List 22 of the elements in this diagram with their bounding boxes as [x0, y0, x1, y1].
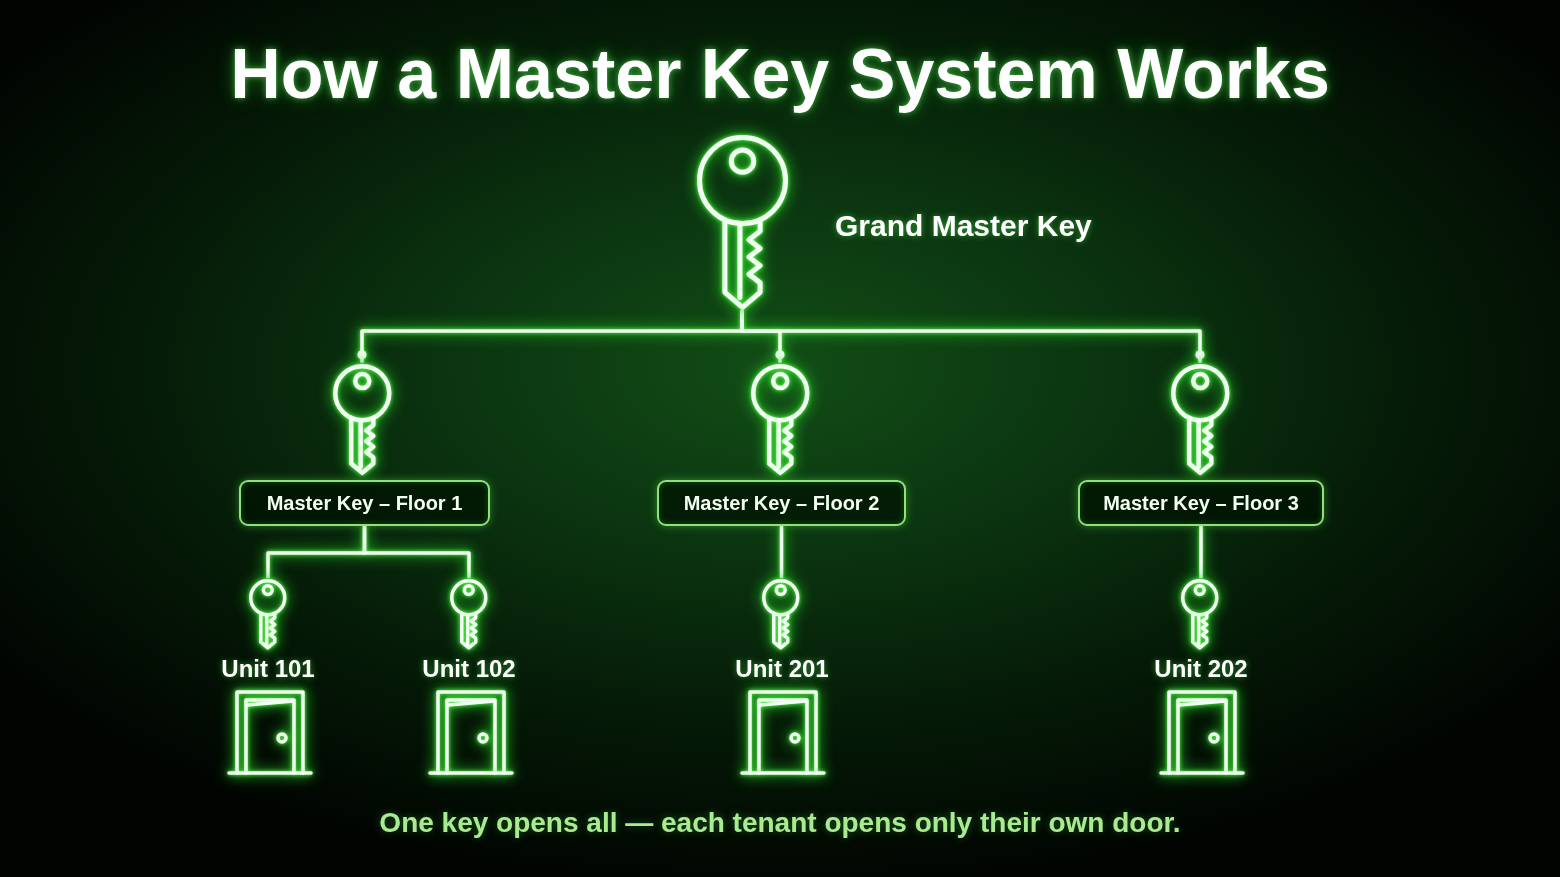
caption: One key opens all — each tenant opens only their own door.: [379, 806, 1181, 840]
unit-label: Unit 201: [735, 655, 829, 683]
connector-line: [1199, 526, 1203, 579]
connector-line: [779, 526, 784, 579]
key-icon: [695, 133, 789, 311]
title: How a Master Key System Works: [230, 38, 1330, 112]
key-icon: [1180, 578, 1220, 651]
key-icon: [761, 578, 801, 651]
unit-label: Unit 102: [422, 655, 516, 683]
key-icon: [1169, 362, 1231, 476]
connector-line: [740, 310, 1205, 363]
key-icon: [449, 578, 489, 651]
key-icon: [749, 362, 811, 476]
master-key-tag: Master Key – Floor 1: [239, 480, 490, 526]
master-key-tag: Master Key – Floor 3: [1078, 480, 1324, 526]
connector-line: [362, 526, 471, 579]
master-key-tag: Master Key – Floor 2: [657, 480, 906, 526]
unit-label: Unit 101: [221, 655, 315, 683]
key-icon: [331, 362, 393, 476]
unit-label: Unit 202: [1154, 655, 1248, 683]
key-label: Grand Master Key: [835, 208, 1092, 244]
key-icon: [248, 578, 288, 651]
